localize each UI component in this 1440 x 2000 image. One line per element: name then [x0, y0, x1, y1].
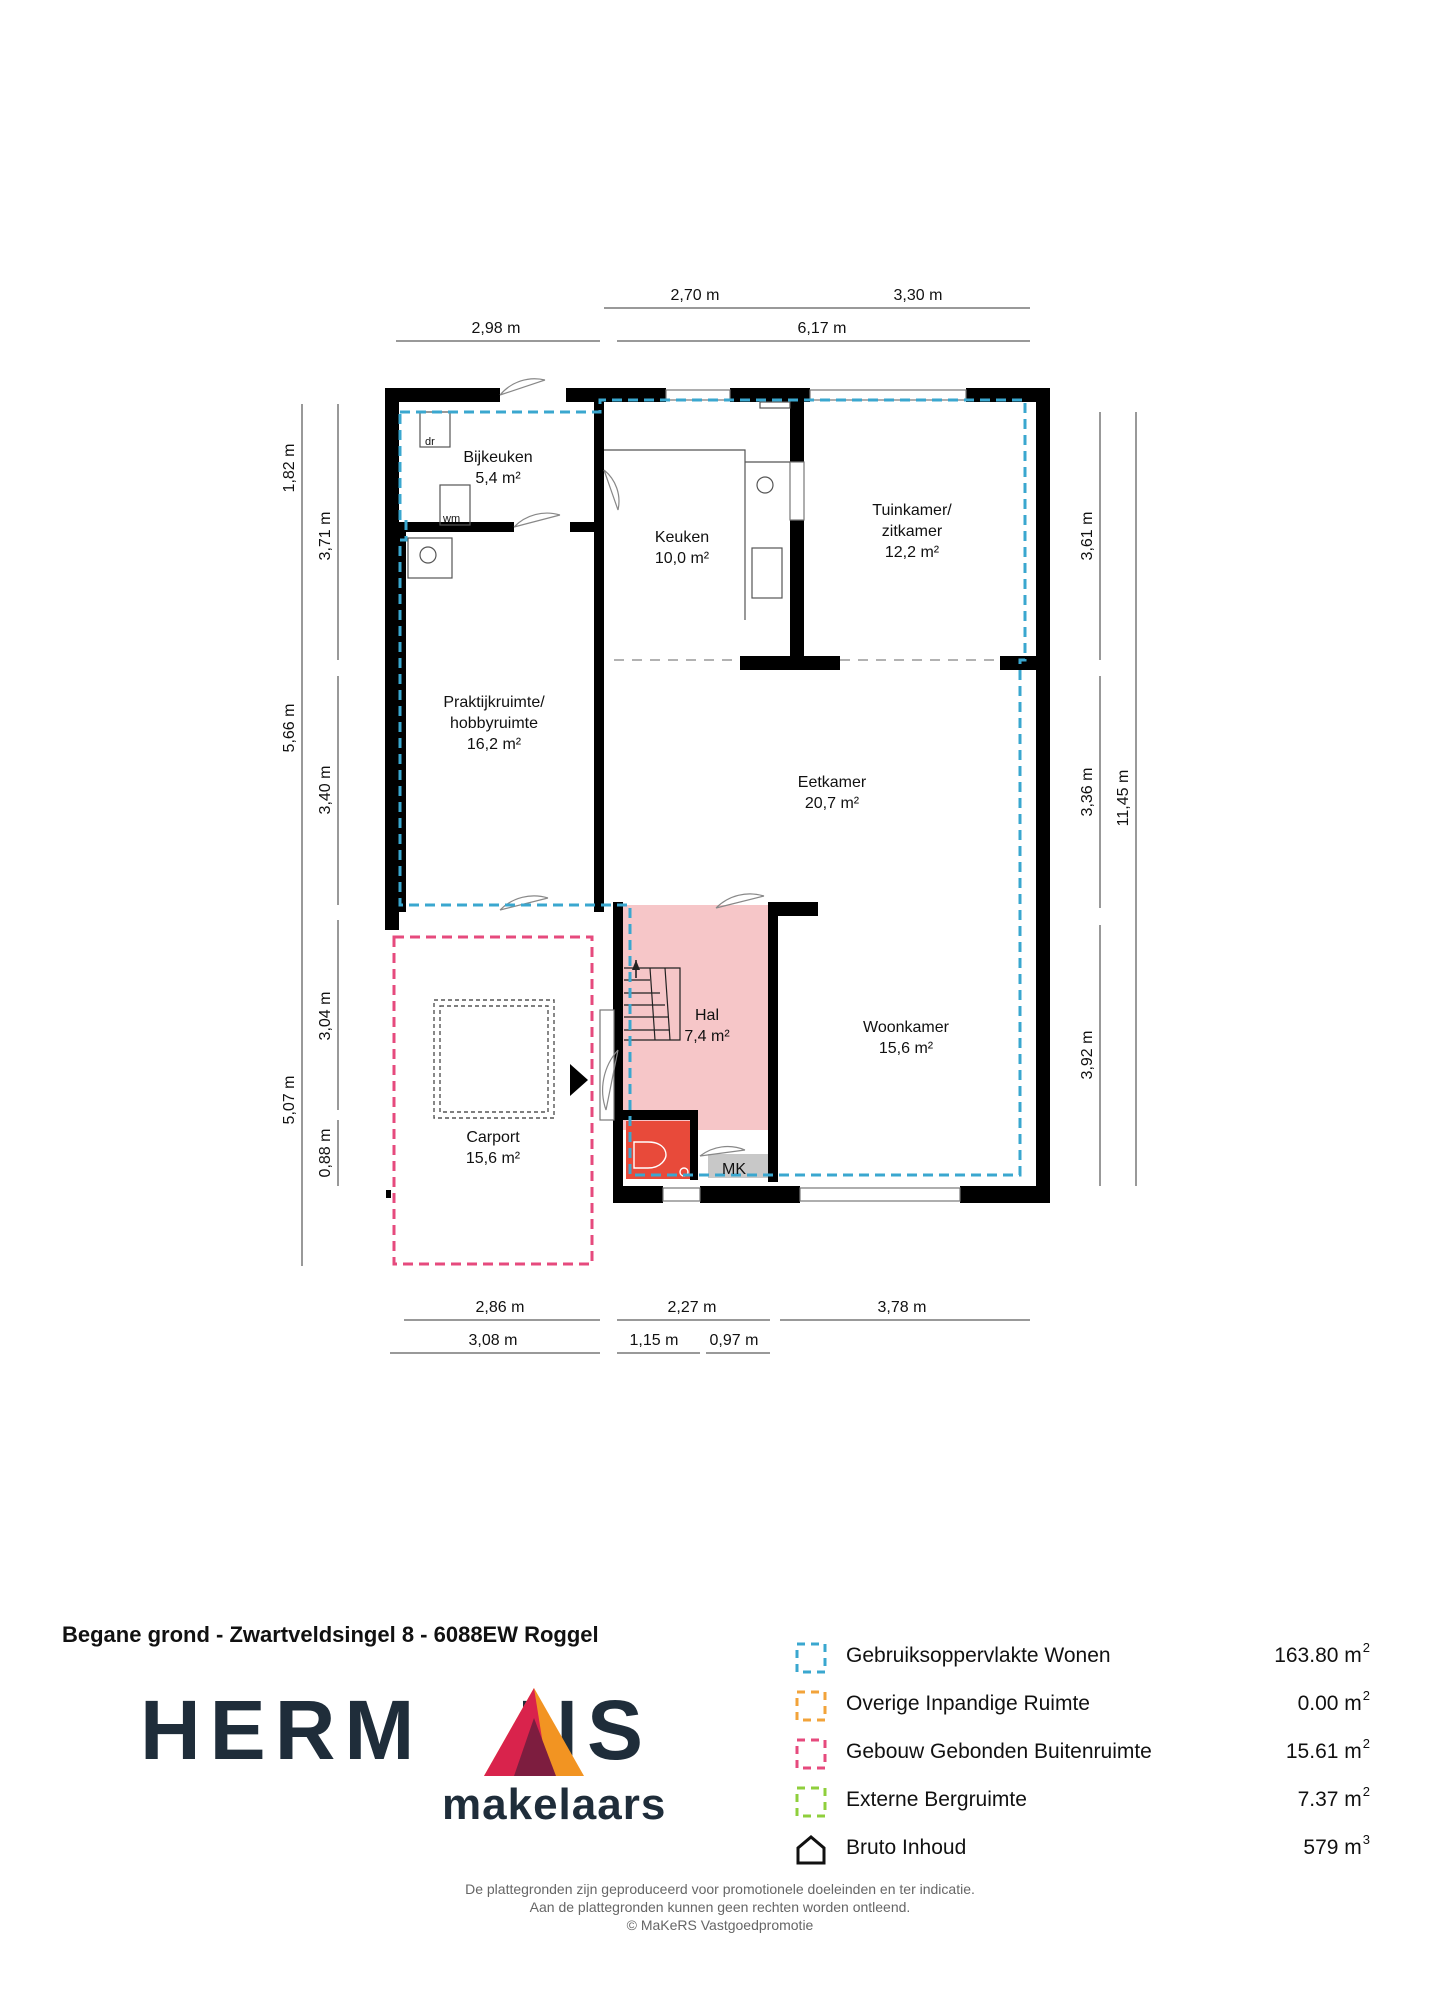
- dim-left-inner-2: 3,40 m: [317, 766, 334, 815]
- outdoor-area-outline: [392, 935, 594, 1266]
- floor-plan: Bijkeuken 5,4 m² Keuken 10,0 m² Tuinkame…: [281, 287, 1137, 1354]
- disclaimer-line: © MaKeRS Vastgoedpromotie: [626, 1917, 814, 1933]
- dim-left-outer-1: 1,82 m: [281, 444, 298, 493]
- room-label-tuinkamer: Tuinkamer/: [872, 502, 952, 519]
- windows: [599, 389, 967, 1202]
- meter-cupboard-label: MK: [722, 1161, 746, 1178]
- house-outline-icon: [796, 1835, 826, 1865]
- legend-row-buitenruimte: Gebouw Gebonden Buitenruimte 15.61 m2: [790, 1736, 1370, 1784]
- room-label-eetkamer: Eetkamer: [798, 774, 867, 791]
- disclaimer-line: De plattegronden zijn geproduceerd voor …: [465, 1881, 975, 1897]
- living-area-outline: [398, 398, 1027, 1177]
- legend-label: Externe Bergruimte: [846, 1788, 1027, 1811]
- legend-value: 579 m3: [1303, 1832, 1370, 1859]
- staircase: [624, 960, 681, 1041]
- legend-value: 15.61 m2: [1285, 1736, 1370, 1763]
- room-label-bijkeuken: Bijkeuken: [463, 449, 532, 466]
- legend-label: Bruto Inhoud: [846, 1836, 967, 1859]
- carport-structure: [433, 999, 555, 1119]
- room-area-carport: 15,6 m²: [466, 1150, 521, 1167]
- room-label-carport: Carport: [466, 1129, 520, 1146]
- dim-top-2b: 6,17 m: [798, 320, 847, 337]
- toilet-fill: [626, 1121, 696, 1179]
- room-label-hal: Hal: [695, 1007, 719, 1024]
- washer-label: wm: [442, 513, 460, 525]
- legend-swatch-blue: [795, 1642, 827, 1674]
- dim-left-inner-1: 3,71 m: [317, 512, 334, 561]
- legend-swatch-pink: [795, 1738, 827, 1770]
- dimension-lines: [301, 307, 1137, 1354]
- fixtures: [407, 401, 791, 620]
- room-area-praktijkruimte: 16,2 m²: [467, 736, 522, 753]
- room-label-hobbyruimte: hobbyruimte: [450, 715, 538, 732]
- legend-row-bergruimte: Externe Bergruimte 7.37 m2: [790, 1784, 1370, 1832]
- room-label-keuken: Keuken: [655, 529, 709, 546]
- legend-value: 7.37 m2: [1297, 1784, 1370, 1811]
- disclaimer: De plattegronden zijn geproduceerd voor …: [0, 1880, 1440, 1934]
- dim-bottom-1c: 3,78 m: [878, 1299, 927, 1316]
- dim-left-inner-4: 0,88 m: [317, 1129, 334, 1178]
- dim-top-1b: 3,30 m: [894, 287, 943, 304]
- room-area-eetkamer: 20,7 m²: [805, 795, 860, 812]
- dim-left-inner-3: 3,04 m: [317, 992, 334, 1041]
- dryer-label: dr: [425, 436, 435, 448]
- room-area-bijkeuken: 5,4 m²: [475, 470, 521, 487]
- legend-value: 163.80 m2: [1274, 1640, 1370, 1667]
- legend-label: Gebouw Gebonden Buitenruimte: [846, 1740, 1152, 1763]
- dim-right-inner-2: 3,36 m: [1079, 768, 1096, 817]
- dim-top-1a: 2,70 m: [671, 287, 720, 304]
- room-area-woonkamer: 15,6 m²: [879, 1040, 934, 1057]
- legend-row-wonen: Gebruiksoppervlakte Wonen 163.80 m2: [790, 1640, 1370, 1688]
- legend-label: Gebruiksoppervlakte Wonen: [846, 1644, 1111, 1667]
- legend-value: 0.00 m2: [1297, 1688, 1370, 1715]
- floor-plan-title: Begane grond - Zwartveldsingel 8 - 6088E…: [62, 1622, 599, 1647]
- dim-right-outer-1: 11,45 m: [1115, 770, 1132, 827]
- dim-bottom-1a: 2,86 m: [476, 1299, 525, 1316]
- brand-subtitle: makelaars: [442, 1780, 667, 1829]
- room-label-praktijkruimte: Praktijkruimte/: [443, 694, 545, 711]
- carport-post: [386, 1190, 391, 1198]
- room-area-keuken: 10,0 m²: [655, 550, 710, 567]
- brand-triangle-icon: [484, 1688, 584, 1776]
- disclaimer-line: Aan de plattegronden kunnen geen rechten…: [529, 1899, 911, 1915]
- legend-swatch-orange: [795, 1690, 827, 1722]
- carport-entry-arrow-icon: [570, 1064, 588, 1096]
- room-area-tuinkamer: 12,2 m²: [885, 544, 940, 561]
- dim-right-inner-1: 3,61 m: [1079, 512, 1096, 561]
- legend: Gebruiksoppervlakte Wonen 163.80 m2 Over…: [790, 1640, 1370, 1880]
- legend-row-inhoud: Bruto Inhoud 579 m3: [790, 1832, 1370, 1880]
- legend-swatch-green: [795, 1786, 827, 1818]
- room-area-hal: 7,4 m²: [684, 1028, 730, 1045]
- legend-label: Overige Inpandige Ruimte: [846, 1692, 1090, 1715]
- dim-bottom-2b: 1,15 m: [630, 1332, 679, 1349]
- dim-bottom-1b: 2,27 m: [668, 1299, 717, 1316]
- dim-left-outer-3: 5,07 m: [281, 1076, 298, 1125]
- dim-bottom-2c: 0,97 m: [710, 1332, 759, 1349]
- doors: [499, 378, 765, 1157]
- room-label-woonkamer: Woonkamer: [863, 1019, 950, 1036]
- room-label-zitkamer: zitkamer: [882, 523, 943, 540]
- dim-bottom-2a: 3,08 m: [469, 1332, 518, 1349]
- dim-top-2a: 2,98 m: [472, 320, 521, 337]
- dim-right-inner-3: 3,92 m: [1079, 1031, 1096, 1080]
- legend-row-inpandig: Overige Inpandige Ruimte 0.00 m2: [790, 1688, 1370, 1736]
- dim-left-outer-2: 5,66 m: [281, 704, 298, 753]
